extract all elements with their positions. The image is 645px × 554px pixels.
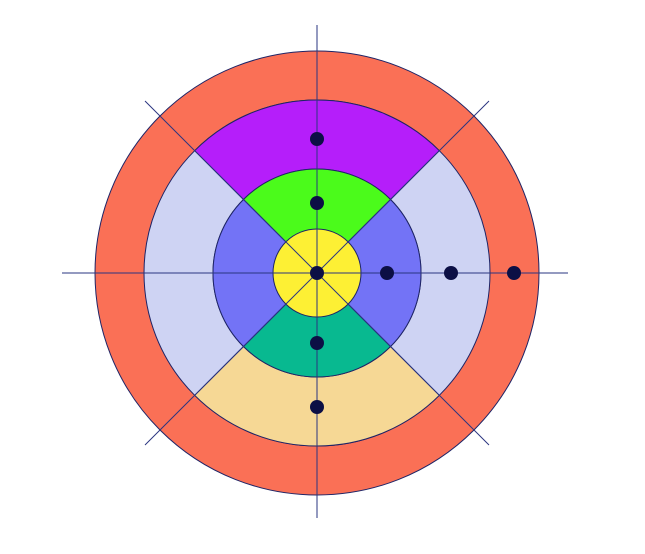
- point-right-1: [380, 266, 394, 280]
- point-right-3: [507, 266, 521, 280]
- point-center: [310, 266, 324, 280]
- points-group: [310, 132, 521, 414]
- point-right-2: [444, 266, 458, 280]
- point-top-outer: [310, 132, 324, 146]
- point-bottom-inner: [310, 336, 324, 350]
- point-bottom-outer: [310, 400, 324, 414]
- point-top-inner: [310, 196, 324, 210]
